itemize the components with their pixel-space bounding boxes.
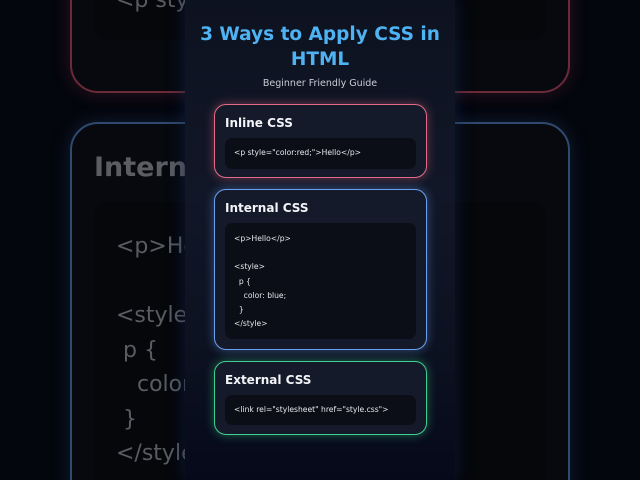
video-title: 3 Ways to Apply CSS in HTML bbox=[200, 24, 440, 70]
external-css-card: External CSS <link rel="stylesheet" href… bbox=[214, 361, 427, 435]
bg-inline-code: <p style bbox=[116, 0, 209, 13]
code-block: <p>Hello</p> <style> p { color: blue; } … bbox=[225, 223, 416, 339]
code-block: <p style="color:red;">Hello</p> bbox=[225, 138, 416, 169]
card-title: External CSS bbox=[225, 373, 312, 387]
card-title: Internal CSS bbox=[225, 201, 309, 215]
inline-css-card: Inline CSS <p style="color:red;">Hello</… bbox=[214, 104, 427, 178]
short-video[interactable]: 3 Ways to Apply CSS in HTML Beginner Fri… bbox=[185, 0, 455, 480]
video-subtitle: Beginner Friendly Guide bbox=[262, 78, 378, 89]
card-title: Inline CSS bbox=[225, 116, 293, 130]
internal-css-card: Internal CSS <p>Hello</p> <style> p { co… bbox=[214, 189, 427, 350]
code-block: <link rel="stylesheet" href="style.css"> bbox=[225, 395, 416, 425]
